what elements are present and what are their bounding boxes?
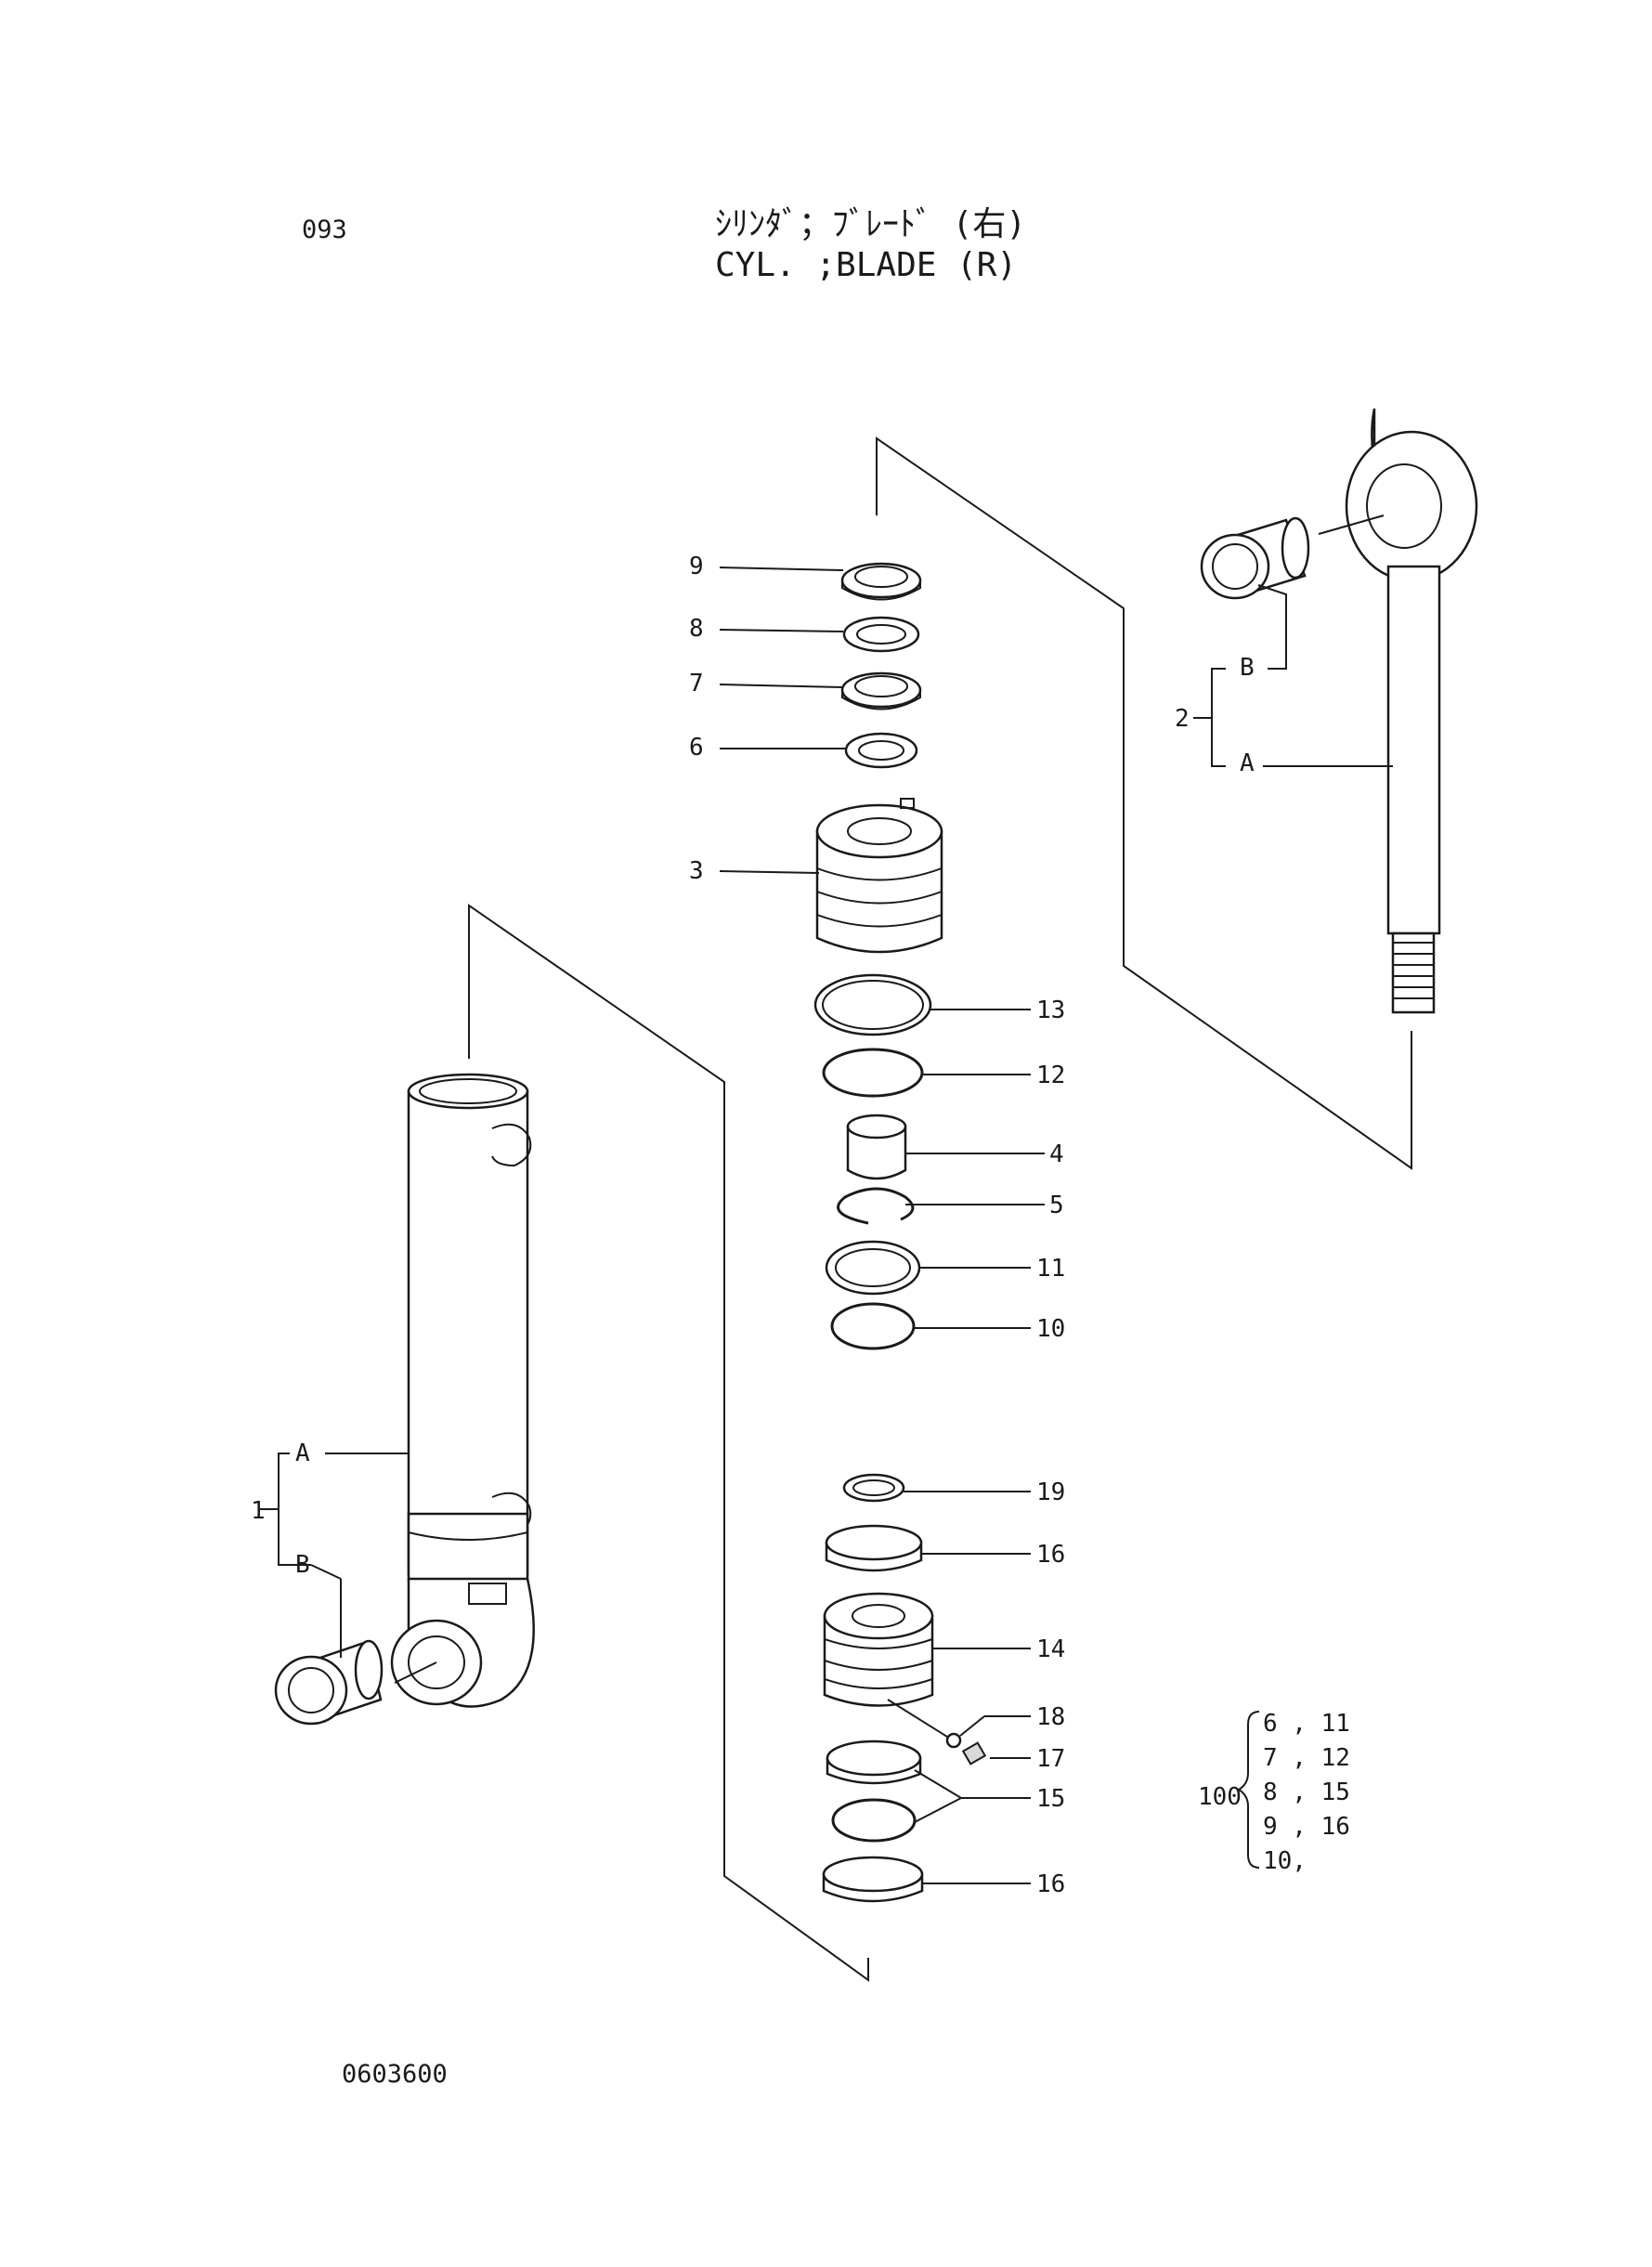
callout-16-upper: 16 xyxy=(1036,1541,1065,1569)
callout-leaders xyxy=(719,567,1045,1884)
bracket-part-2 xyxy=(1193,668,1226,767)
callout-2-a: A xyxy=(1240,749,1255,777)
callout-6: 6 xyxy=(689,734,704,762)
kit-contents-list: 6 , 11 7 , 12 8 , 15 9 , 16 10, xyxy=(1263,1707,1350,1879)
leader-2b-bush xyxy=(1318,515,1385,535)
cylinder-bushing-drawing xyxy=(274,1639,384,1726)
leader-1b-bush xyxy=(394,1661,437,1684)
callout-13: 13 xyxy=(1036,997,1065,1024)
ball-18-drawing xyxy=(945,1732,962,1749)
callout-1-a: A xyxy=(295,1440,310,1467)
rod-cover-3-drawing xyxy=(815,798,943,954)
callout-12: 12 xyxy=(1036,1062,1065,1089)
callout-1-b: B xyxy=(295,1551,310,1579)
ring-13-drawing xyxy=(813,973,932,1036)
title-english: CYL. ;BLADE (R) xyxy=(715,246,1018,284)
set-screw-17-drawing xyxy=(961,1741,987,1765)
kit-row: 7 , 12 xyxy=(1263,1744,1350,1772)
callout-15: 15 xyxy=(1036,1785,1065,1813)
seal-8-drawing xyxy=(842,616,920,653)
kit-number: 100 xyxy=(1198,1783,1242,1811)
callout-17: 17 xyxy=(1036,1745,1065,1773)
rod-bushing-drawing xyxy=(1200,516,1310,600)
callout-2: 2 xyxy=(1175,705,1190,733)
piston-14-drawing xyxy=(823,1592,934,1707)
seal-7-drawing xyxy=(840,671,922,710)
callout-18: 18 xyxy=(1036,1703,1065,1731)
seal-6-drawing xyxy=(844,732,918,769)
oring-12-drawing xyxy=(822,1048,924,1098)
bushing-4-drawing xyxy=(846,1114,907,1180)
callout-11: 11 xyxy=(1036,1255,1065,1283)
assembly-guide-lines xyxy=(468,436,1412,1982)
seal-9-drawing xyxy=(840,562,922,601)
cylinder-tube-drawing xyxy=(390,1073,535,1708)
drawing-number: 0603600 xyxy=(342,2060,448,2089)
callout-14: 14 xyxy=(1036,1635,1065,1663)
callout-16-lower: 16 xyxy=(1036,1870,1065,1898)
callout-9: 9 xyxy=(689,553,704,580)
oring-15b-drawing xyxy=(831,1798,917,1843)
callout-10: 10 xyxy=(1036,1315,1065,1343)
leader-2b xyxy=(1257,584,1287,670)
callout-8: 8 xyxy=(689,615,704,643)
ring-11-drawing xyxy=(825,1240,921,1296)
callout-4: 4 xyxy=(1049,1140,1064,1168)
wear-ring-16a-drawing xyxy=(825,1524,923,1572)
ring-15a-drawing xyxy=(826,1739,922,1785)
title-japanese: ｼﾘﾝﾀﾞ；ﾌﾞﾚｰﾄﾞ (右) xyxy=(715,205,1027,243)
callout-19: 19 xyxy=(1036,1479,1065,1506)
piston-rod-drawing xyxy=(1345,408,1478,1014)
callout-1: 1 xyxy=(251,1497,266,1525)
snap-ring-5-drawing xyxy=(837,1187,915,1225)
kit-row: 8 , 15 xyxy=(1263,1778,1350,1806)
callout-5: 5 xyxy=(1049,1192,1064,1219)
kit-row: 10, xyxy=(1263,1847,1307,1875)
callout-3: 3 xyxy=(689,857,704,885)
page-number: 093 xyxy=(302,215,347,244)
oring-10-drawing xyxy=(830,1302,916,1350)
kit-row: 9 , 16 xyxy=(1263,1813,1350,1841)
callout-2-b: B xyxy=(1240,654,1255,682)
bracket-part-1 xyxy=(258,1453,342,1580)
kit-row: 6 , 11 xyxy=(1263,1710,1350,1738)
ring-19-drawing xyxy=(842,1473,905,1503)
callout-7: 7 xyxy=(689,670,704,697)
kit-brace xyxy=(1237,1711,1260,1869)
wear-ring-16b-drawing xyxy=(822,1856,924,1903)
